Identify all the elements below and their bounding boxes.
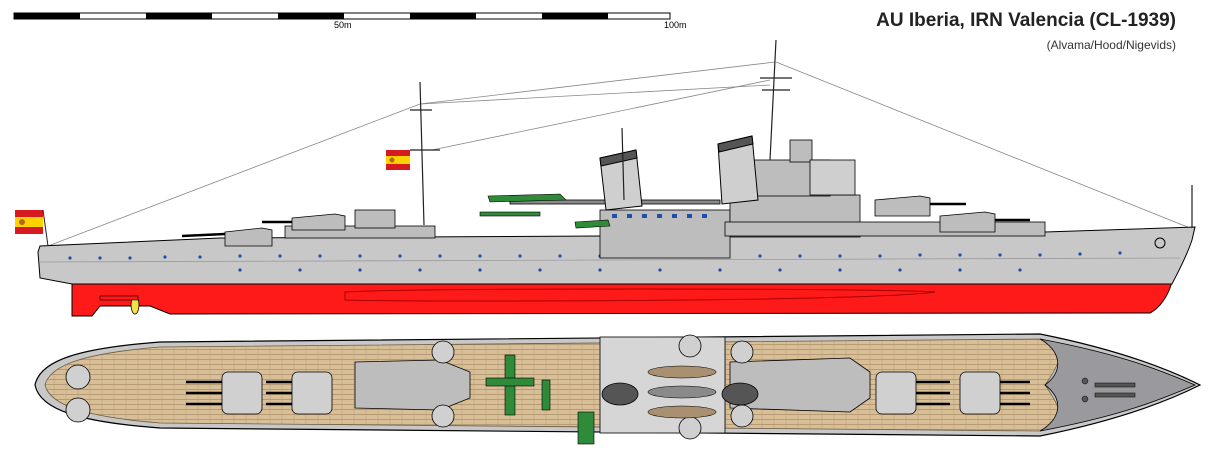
side-seaplanes	[479, 193, 611, 229]
hull-underwater	[71, 281, 1173, 317]
top-gun-barrels	[186, 380, 1030, 406]
drawing-title: AU Iberia, IRN Valencia (CL-1939)	[876, 10, 1176, 31]
propeller	[99, 295, 140, 315]
scale-bar	[13, 12, 671, 20]
scale-label-100m: 100m	[664, 20, 687, 30]
mast-flag	[386, 150, 410, 170]
top-seaplanes	[485, 354, 595, 445]
rigging	[47, 61, 1191, 247]
bow-crest	[1154, 237, 1166, 249]
masts	[410, 39, 1193, 228]
top-boats	[647, 365, 717, 419]
side-turrets	[181, 195, 1030, 247]
anchor-gear	[1081, 377, 1136, 403]
funnels	[599, 135, 759, 211]
top-turrets	[65, 334, 1001, 440]
scale-label-50m: 50m	[334, 20, 352, 30]
stern-flag	[15, 209, 49, 247]
drawing-credits: (Alvama/Hood/Nigevids)	[1046, 38, 1176, 52]
